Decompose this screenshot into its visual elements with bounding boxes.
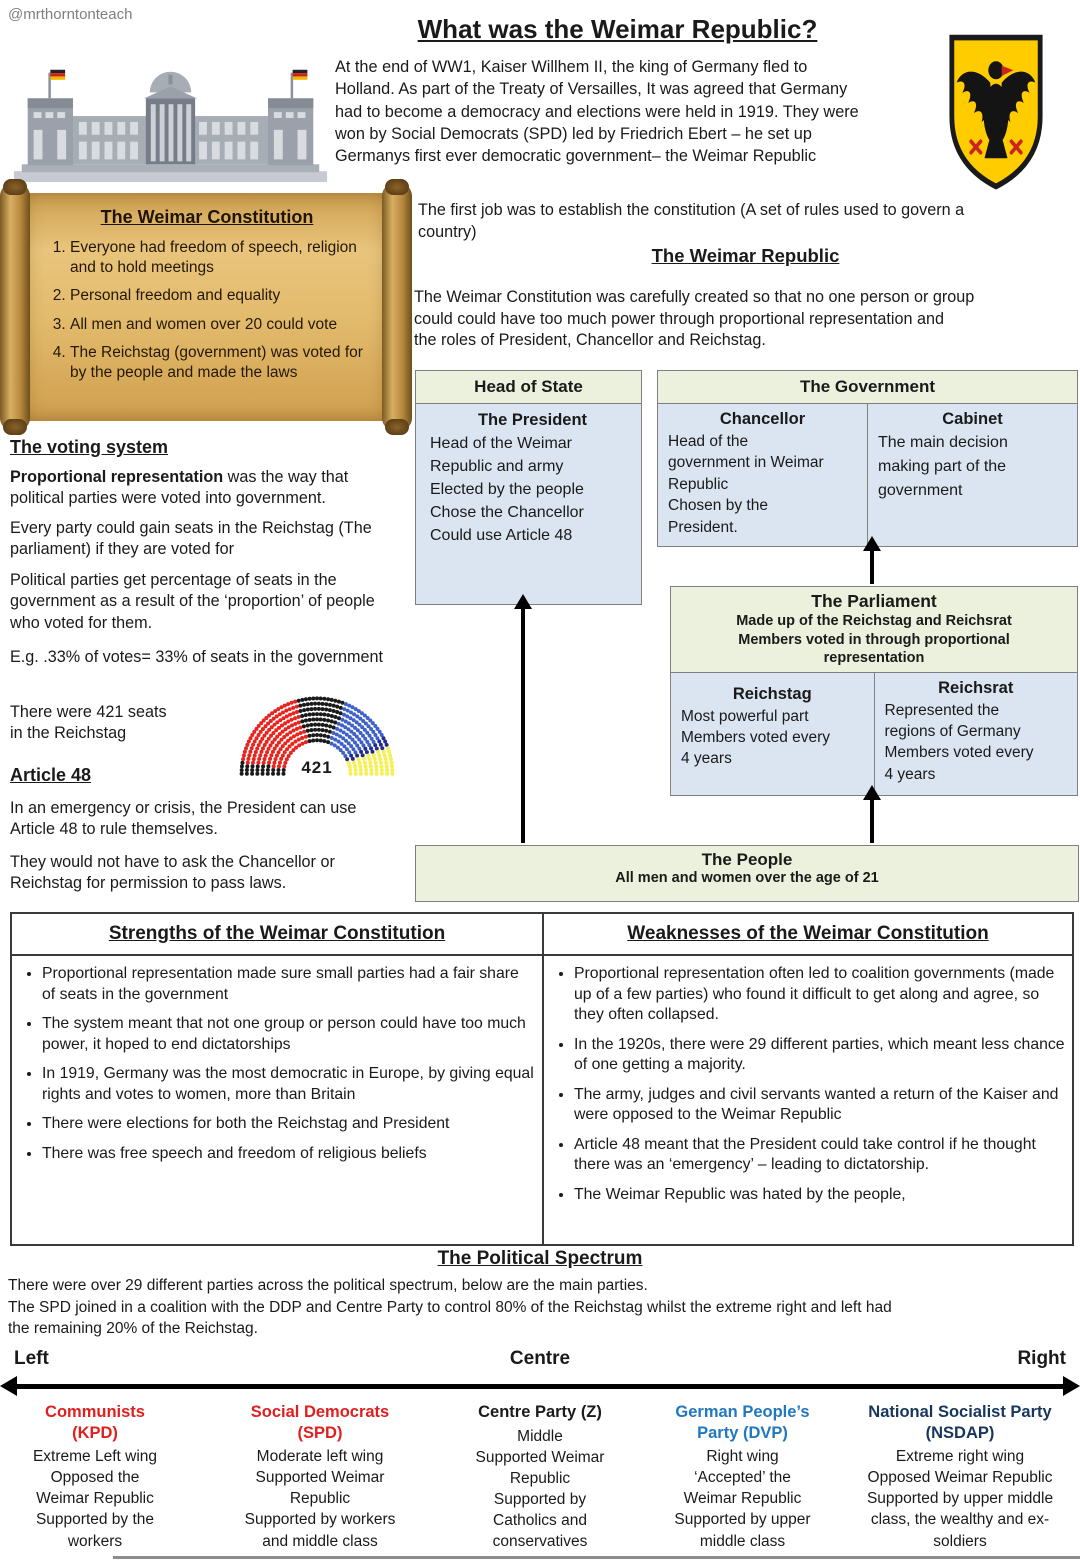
list-item: Proportional representation made sure sm… [42, 964, 536, 1005]
reichsrat-title: Reichsrat [938, 678, 1014, 697]
party-centre: Centre Party (Z) Middle Supported Weimar… [450, 1402, 630, 1552]
list-item: Personal freedom and equality [70, 286, 368, 306]
article-48-heading: Article 48 [10, 765, 92, 785]
spectrum-paragraph-1: There were over 29 different parties acr… [8, 1277, 648, 1294]
list-item: There was free speech and freedom of rel… [42, 1144, 536, 1165]
chancellor-cell: Chancellor Head of the government in Wei… [658, 404, 867, 544]
party-spd-desc: Moderate left wing Supported Weimar Repu… [244, 1448, 396, 1550]
reichstag-seat-chart: 421 [228, 686, 406, 782]
intro-paragraph: At the end of WW1, Kaiser Willhem II, th… [335, 58, 859, 166]
parliament-subtitle: Made up of the Reichstag and Reichsrat M… [736, 613, 1012, 667]
arrow-people-to-head-of-state [514, 594, 532, 843]
reichstag-cell: Reichstag Most powerful part Members vot… [671, 673, 874, 799]
president-text: Head of the Weimar Republic and army Ele… [430, 435, 584, 545]
strengths-header: Strengths of the Weimar Constitution [12, 914, 542, 956]
axis-label-centre: Centre [509, 1348, 571, 1369]
reichstag-title: Reichstag [732, 684, 812, 703]
list-item: In 1919, Germany was the most democratic… [42, 1064, 536, 1105]
seat-chart-total: 421 [301, 758, 333, 777]
reichsrat-cell: Reichsrat Represented the regions of Ger… [873, 672, 1078, 799]
strengths-weaknesses-table: Strengths of the Weimar Constitution Wea… [10, 912, 1074, 1246]
arrow-parliament-to-government [863, 536, 881, 584]
voting-p1-rest: was the way that political parties were … [10, 468, 349, 508]
axis-label-right: Right [1017, 1348, 1066, 1369]
list-item: The system meant that not one group or p… [42, 1014, 536, 1055]
weaknesses-cell: Proportional representation often led to… [542, 956, 1072, 1244]
cabinet-text: The main decision making part of the gov… [878, 434, 1008, 499]
reichsrat-text: Represented the regions of Germany Membe… [884, 701, 1034, 783]
scroll-left-roll [0, 179, 30, 435]
spectrum-axis-left-arrowhead [0, 1376, 17, 1396]
list-item: The Reichstag (government) was voted for… [70, 343, 368, 382]
voting-p1-bold: Proportional representation [10, 468, 224, 486]
party-centre-desc: Middle Supported Weimar Republic Support… [475, 1427, 605, 1551]
article-48-paragraph-2: They would not have to ask the Chancello… [10, 853, 335, 893]
constitution-list: Everyone had freedom of speech, religion… [46, 238, 368, 382]
voting-system-heading: The voting system [10, 437, 169, 457]
list-item: Proportional representation often led to… [574, 964, 1066, 1026]
scroll-right-roll [382, 179, 412, 435]
list-item: All men and women over 20 could vote [70, 315, 368, 335]
strengths-cell: Proportional representation made sure sm… [12, 956, 542, 1244]
government-box: The Government Chancellor Head of the go… [657, 370, 1078, 547]
arrow-people-to-parliament [863, 785, 881, 843]
list-item: In the 1920s, there were 29 different pa… [574, 1035, 1066, 1076]
reichstag-building-illustration [8, 52, 333, 187]
people-title: The People [701, 850, 793, 869]
weaknesses-header: Weaknesses of the Weimar Constitution [542, 914, 1072, 956]
list-item: The army, judges and civil servants want… [574, 1085, 1066, 1126]
constitution-title: The Weimar Constitution [100, 207, 314, 227]
article-48-paragraph-1: In an emergency or crisis, the President… [10, 799, 357, 839]
german-eagle-crest [948, 33, 1044, 191]
party-spd-name: Social Democrats (SPD) [250, 1403, 390, 1442]
weimar-republic-paragraph: The Weimar Constitution was carefully cr… [414, 288, 975, 350]
list-item: Article 48 meant that the President coul… [574, 1135, 1066, 1176]
list-item: There were elections for both the Reichs… [42, 1114, 536, 1135]
cabinet-title: Cabinet [942, 410, 1003, 428]
list-item: The Weimar Republic was hated by the peo… [574, 1185, 1066, 1206]
president-title: The President [477, 411, 588, 429]
party-nsdap-desc: Extreme right wing Opposed Weimar Republ… [866, 1448, 1054, 1550]
parliament-title: The Parliament [811, 591, 937, 611]
people-subtitle: All men and women over the age of 21 [615, 870, 879, 886]
voting-paragraph-1: Proportional representation was the way … [10, 467, 402, 510]
axis-label-left: Left [14, 1348, 49, 1369]
government-header: The Government [658, 371, 1077, 404]
page-title: What was the Weimar Republic? [417, 14, 818, 44]
party-nsdap-name: National Socialist Party (NSDAP) [868, 1403, 1052, 1442]
bottom-cutoff-line [113, 1556, 1080, 1559]
spectrum-paragraph-2: The SPD joined in a coalition with the D… [8, 1299, 892, 1337]
party-spd: Social Democrats (SPD) Moderate left win… [225, 1402, 415, 1552]
head-of-state-header: Head of State [416, 371, 641, 404]
party-dvp: German People’s Party (DVP) Right wing ‘… [650, 1402, 835, 1552]
voting-paragraph-4: E.g. .33% of votes= 33% of seats in the … [10, 648, 383, 666]
weaknesses-list: Proportional representation often led to… [550, 964, 1066, 1205]
parliament-box: The Parliament Made up of the Reichstag … [670, 586, 1078, 799]
people-box: The People All men and women over the ag… [415, 845, 1079, 902]
party-kpd: Communists (KPD) Extreme Left wing Oppos… [10, 1402, 180, 1552]
party-dvp-desc: Right wing ‘Accepted’ the Weimar Republi… [674, 1448, 811, 1550]
party-centre-name: Centre Party (Z) [478, 1403, 602, 1421]
first-job-paragraph: The first job was to establish the const… [418, 201, 965, 241]
party-kpd-name: Communists (KPD) [45, 1403, 145, 1442]
strengths-list: Proportional representation made sure sm… [18, 964, 536, 1164]
voting-paragraph-2: Every party could gain seats in the Reic… [10, 519, 372, 559]
head-of-state-box: Head of State The President Head of the … [415, 370, 642, 605]
author-handle: @mrthorntonteach [8, 6, 133, 23]
spectrum-axis-line [14, 1384, 1066, 1389]
list-item: Everyone had freedom of speech, religion… [70, 238, 368, 277]
party-dvp-name: German People’s Party (DVP) [675, 1403, 810, 1442]
weimar-republic-heading: The Weimar Republic [651, 245, 840, 266]
constitution-scroll: The Weimar Constitution Everyone had fre… [0, 179, 412, 435]
spectrum-heading: The Political Spectrum [437, 1248, 643, 1269]
spectrum-axis-right-arrowhead [1063, 1376, 1080, 1396]
cabinet-cell: Cabinet The main decision making part of… [867, 404, 1077, 544]
party-nsdap: National Socialist Party (NSDAP) Extreme… [843, 1402, 1077, 1552]
party-kpd-desc: Extreme Left wing Opposed the Weimar Rep… [32, 1448, 158, 1550]
chancellor-title: Chancellor [719, 410, 806, 428]
voting-paragraph-3: Political parties get percentage of seat… [10, 571, 375, 632]
seats-text: There were 421 seats in the Reichstag [10, 703, 167, 743]
reichstag-text: Most powerful part Members voted every 4… [681, 707, 831, 768]
chancellor-text: Head of the government in Weimar Republi… [668, 433, 824, 536]
